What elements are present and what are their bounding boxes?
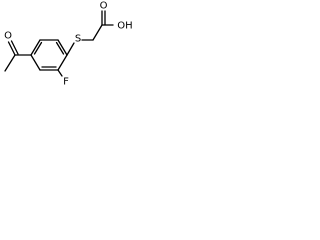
acetyl-methyl-bond (4, 54, 16, 72)
ring-sulfur-bond (66, 42, 75, 56)
fluorine-label: F (63, 77, 69, 88)
methylene-carboxyl-bond (92, 24, 103, 41)
ring-bond-1-inner (33, 41, 43, 55)
ring-bond-4 (57, 54, 68, 71)
fluorine-bond (57, 69, 63, 77)
ring-bond-3-inner (55, 41, 65, 55)
ring-bond-1 (30, 39, 41, 56)
acetyl-oxygen-label: O (4, 31, 12, 42)
carbonyl-oxygen-label: O (100, 1, 108, 12)
chemical-structure: O S F O OH (4, 1, 133, 88)
ring-bond-6 (30, 54, 41, 71)
ring-bond-3 (57, 39, 68, 56)
hydroxyl-label: OH (117, 21, 132, 32)
sulfur-label: S (75, 34, 81, 45)
acetyl-carbonyl-bond-1 (7, 41, 16, 56)
acetyl-carbonyl-bond-2 (10, 40, 19, 55)
